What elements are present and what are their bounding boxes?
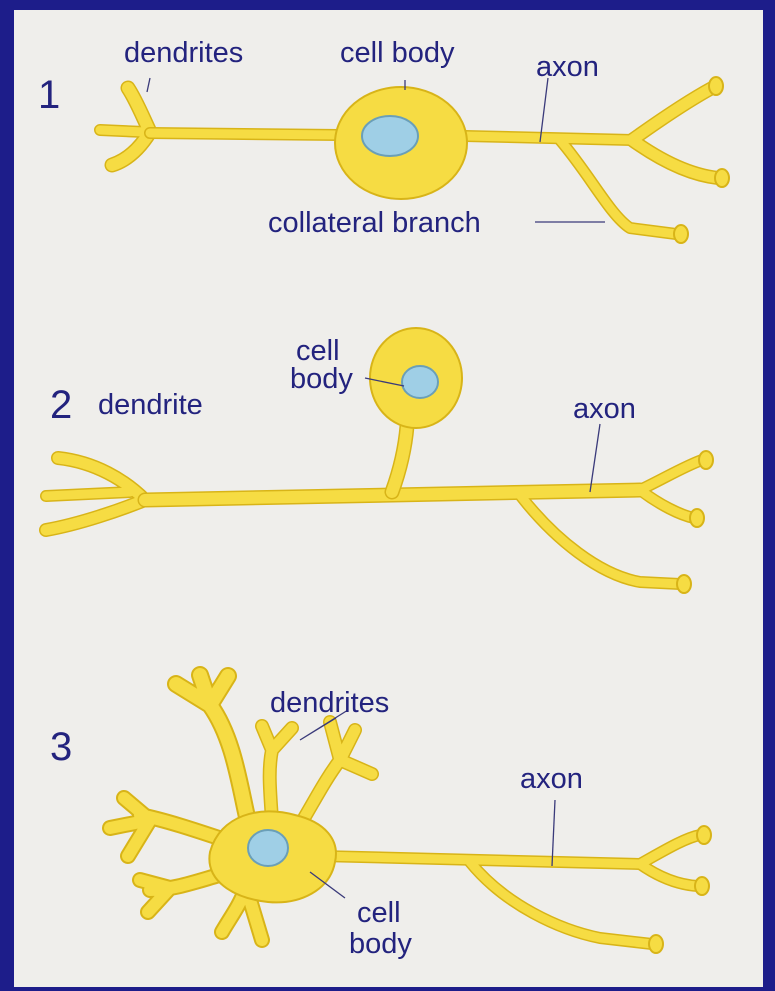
neuron-3-axon-label: axon xyxy=(520,763,583,795)
neuron-3-terminal-collateral xyxy=(649,935,663,953)
neuron-2: 2 dendrite cell body axon xyxy=(46,328,713,593)
neuron-1-dendrites-label: dendrites xyxy=(124,37,243,69)
neuron-3-terminal-top xyxy=(697,826,711,844)
neuron-2-nucleus xyxy=(402,366,438,398)
neuron-1-number: 1 xyxy=(38,73,60,117)
neuron-2-dendrite xyxy=(46,458,145,530)
neuron-2-terminal-mid xyxy=(690,509,704,527)
neuron-1-terminal-top xyxy=(709,77,723,95)
neuron-1-cell-body xyxy=(335,87,467,199)
neuron-2-body-label: body xyxy=(290,363,353,395)
neuron-2-cell-body xyxy=(370,328,462,492)
neuron-2-axon-label: axon xyxy=(573,393,636,425)
neuron-1-nucleus xyxy=(362,116,418,156)
neuron-2-axon-leader xyxy=(590,424,600,492)
neuron-1-dendrites xyxy=(100,88,150,165)
neuron-1-collateral-label: collateral branch xyxy=(268,207,481,239)
neuron-3-cell-label: cell xyxy=(357,897,401,929)
neuron-1-terminal-mid xyxy=(715,169,729,187)
neuron-2-number: 2 xyxy=(50,383,72,427)
neuron-2-axon xyxy=(145,451,713,593)
neuron-3: 3 dendrites axon cell body xyxy=(50,675,711,960)
neuron-1-terminal-collateral xyxy=(674,225,688,243)
neuron-3-cell-body xyxy=(209,811,336,902)
neuron-1-cell-body-label: cell body xyxy=(340,37,455,69)
neuron-2-terminal-collateral xyxy=(677,575,691,593)
neuron-3-body-label: body xyxy=(349,928,412,960)
neuron-1: 1 dendrites cell body axon collateral br… xyxy=(38,37,729,243)
neuron-3-number: 3 xyxy=(50,725,72,769)
neuron-2-dendrite-label: dendrite xyxy=(98,389,203,421)
neuron-1-dendrites-leader xyxy=(147,78,150,92)
neuron-3-dendrites-label: dendrites xyxy=(270,687,389,719)
neuron-1-axon-label: axon xyxy=(536,51,599,83)
neuron-3-nucleus xyxy=(248,830,288,866)
neuron-2-terminal-top xyxy=(699,451,713,469)
neuron-3-terminal-mid xyxy=(695,877,709,895)
